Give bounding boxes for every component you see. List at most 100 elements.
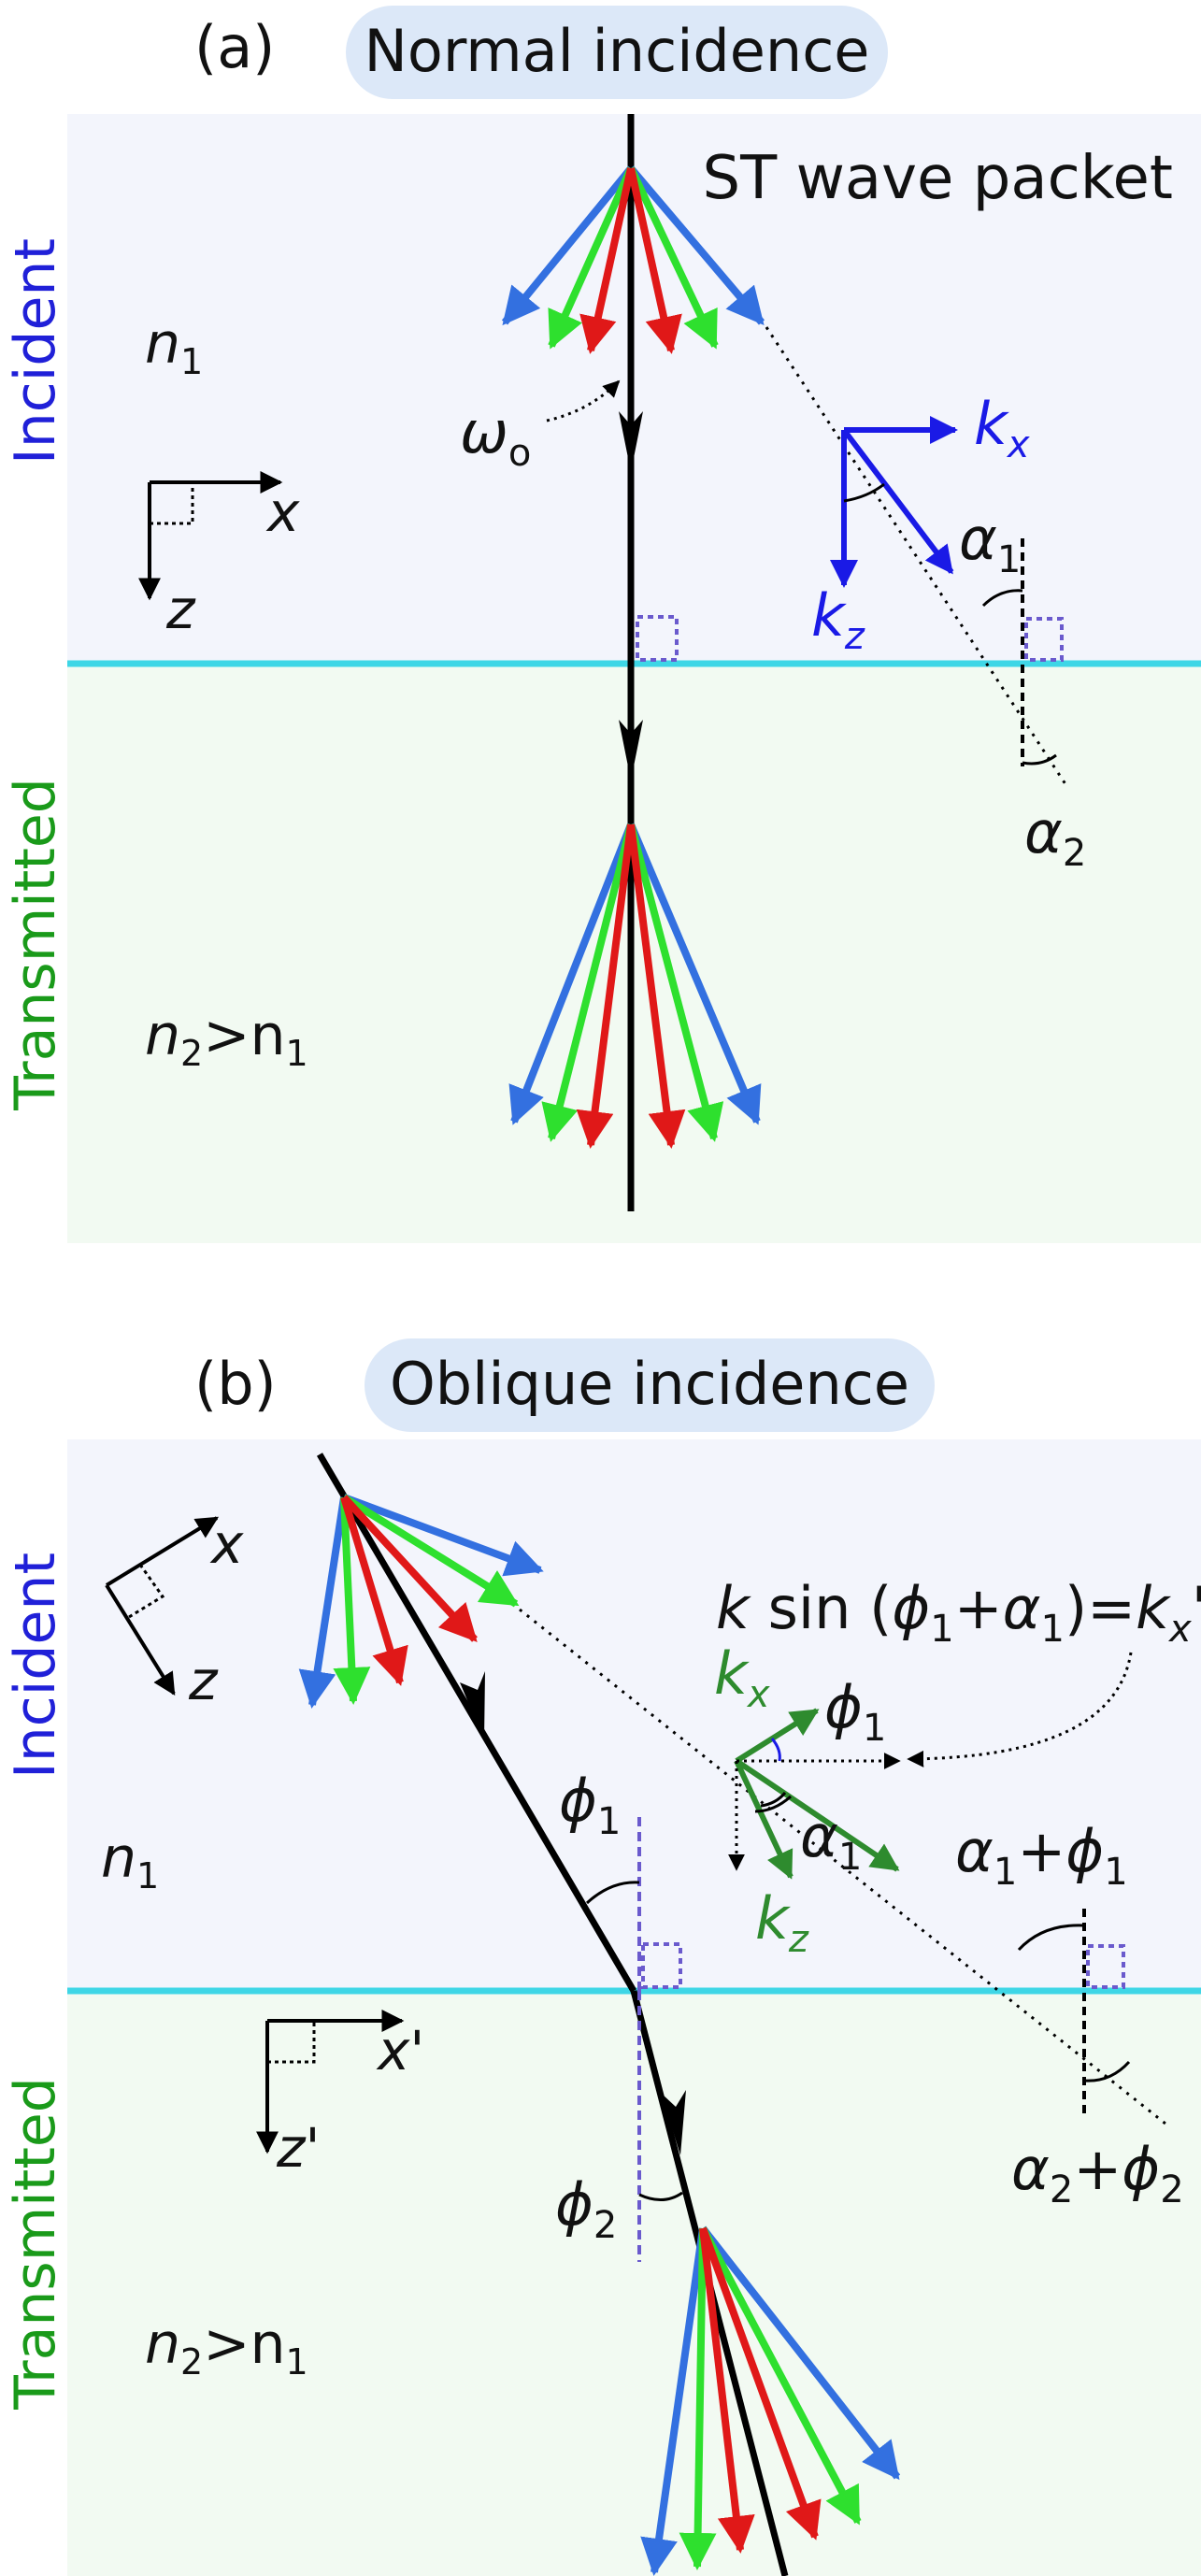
alpha-construction-a: α1 α2 — [959, 505, 1086, 875]
right-angle-box-a — [1024, 617, 1064, 662]
red-ray-lower-b — [340, 1496, 408, 1686]
title-pill-a — [346, 6, 888, 99]
x-axis-arrow-b — [105, 1516, 220, 1587]
alpha1-arc-a — [981, 589, 1023, 608]
k-arrow-a — [841, 428, 954, 575]
blue-ray-right-a — [627, 165, 765, 326]
right-angle-box-right-b — [1086, 1944, 1125, 1989]
axes-a: x z — [138, 471, 300, 641]
title-pill-b — [365, 1338, 935, 1432]
alpha1-label-a: α1 — [959, 505, 1021, 581]
ray-extension-dotted-b — [519, 1608, 1171, 2129]
zp-axis-label-b: z' — [276, 2116, 320, 2180]
phi1-label: ϕ1 — [559, 1767, 621, 1843]
axes-b: x z — [105, 1512, 244, 1712]
blue-ray-left-a — [501, 165, 635, 326]
phi2-arc — [638, 2191, 683, 2201]
z-axis-label-b: z — [188, 1649, 219, 1712]
incident-fan-a — [501, 165, 765, 354]
ray-arrowhead-a1 — [619, 411, 643, 472]
red-ray-left-ta — [576, 823, 635, 1149]
alpha2-label-a: α2 — [1024, 798, 1086, 875]
transmitted-side-a: Transmitted — [3, 778, 68, 1111]
n2-label-b: n2>n1 — [145, 2311, 308, 2383]
n1-label-b: n1 — [101, 1825, 159, 1896]
equation-pointer — [907, 1652, 1133, 1767]
red-ray-left-tb — [699, 2227, 755, 2554]
incident-side-a: Incident — [3, 238, 68, 465]
ray-extension-dotted-a — [765, 326, 1069, 788]
n1-label-a: n1 — [145, 311, 203, 382]
phi1-small-label: ϕ1 — [824, 1673, 886, 1750]
alpha2-arc-a — [1022, 753, 1057, 766]
n2-label-a: n2>n1 — [145, 1003, 308, 1074]
green-ray-lower-b — [333, 1496, 371, 1705]
green-ray-left-tb — [679, 2227, 717, 2570]
equation-label: k sin (ϕ1+α1)=kx' — [716, 1574, 1201, 1651]
omega-label: ωo — [460, 398, 531, 475]
alpha1-small-arc2 — [754, 1795, 792, 1813]
blue-ray-left-ta — [508, 823, 635, 1125]
transmitted-region-b — [67, 1991, 1201, 2576]
x-axis-label-b: x — [209, 1512, 244, 1576]
kx-label-a: kx — [974, 390, 1030, 466]
phi1-arc — [585, 1881, 640, 1905]
oblique-ray-incident — [316, 1453, 637, 1993]
k-angle-arc-a — [843, 482, 885, 503]
normal-right-angle-b — [641, 1942, 682, 1989]
packet-label: ST wave packet — [703, 144, 1174, 213]
panel-a: (a) Normal incidence ST wave packet Inci… — [3, 6, 1201, 1243]
blue-ray-left-tb — [640, 2227, 707, 2576]
sum2-label: α2+ϕ2 — [1011, 2135, 1184, 2211]
green-ray-right-a — [627, 166, 719, 350]
k-arrow-b — [735, 1758, 900, 1872]
right-angle-primed-b — [267, 2021, 316, 2064]
red-ray-upper-b — [341, 1495, 478, 1642]
phi1-small-arc — [770, 1738, 781, 1762]
green-ray-right-ta — [627, 823, 724, 1142]
z-axis-label-a: z — [165, 578, 196, 641]
transmitted-side-b: Transmitted — [3, 2077, 68, 2411]
incident-side-b: Incident — [3, 1553, 68, 1779]
phi2-label: ϕ2 — [555, 2170, 617, 2247]
angle-sum-construction-b: α1+ϕ1 α2+ϕ2 — [955, 1817, 1184, 2211]
red-ray-right-tb — [699, 2226, 822, 2540]
sum1-label: α1+ϕ1 — [955, 1817, 1128, 1894]
blue-ray-upper-b — [342, 1494, 544, 1577]
red-ray-right-ta — [627, 823, 686, 1149]
green-ray-right-tb — [699, 2226, 862, 2526]
sum1-arc — [1017, 1924, 1085, 1952]
panel-label-a: (a) — [194, 13, 275, 81]
ray-arrowhead-a2 — [619, 720, 643, 780]
axes-primed-b: x' z' — [256, 2010, 424, 2180]
alpha1-small-label: α1 — [800, 1802, 862, 1879]
omega-pointer — [546, 379, 621, 422]
kz-arrow-b — [734, 1759, 794, 1880]
ray-arrowhead-b1 — [460, 1671, 485, 1740]
panel-label-b: (b) — [194, 1350, 277, 1418]
right-angle-b — [128, 1564, 165, 1619]
xp-axis-label-b: x' — [376, 2019, 424, 2082]
kz-label-a: kz — [811, 581, 865, 658]
blue-ray-right-ta — [627, 823, 762, 1125]
transmitted-fan-b — [640, 2225, 901, 2576]
incident-region-b — [67, 1439, 1201, 1991]
right-angle-a — [150, 482, 194, 525]
alpha1-small-arc — [760, 1792, 787, 1808]
red-ray-left-a — [579, 167, 635, 354]
k-vectors-a: kx kz — [811, 390, 1030, 658]
red-ray-right-a — [627, 167, 682, 354]
incident-fan-b — [298, 1494, 544, 1709]
k-vectors-b: kx kz ϕ1 α1 — [714, 1639, 901, 1961]
z-axis-arrow-b — [105, 1583, 176, 1696]
kz-label-b: kz — [755, 1884, 809, 1961]
panel-b: (b) Oblique incidence Incident Transmitt… — [3, 1338, 1201, 2576]
title-a: Normal incidence — [365, 17, 870, 85]
green-ray-left-a — [548, 166, 635, 350]
kx-arrow-b — [735, 1708, 820, 1764]
x-axis-label-a: x — [265, 480, 300, 544]
blue-ray-lower-b — [298, 1496, 348, 1709]
ray-arrowhead-b2 — [662, 2090, 686, 2155]
blue-ray-right-tb — [699, 2225, 901, 2481]
